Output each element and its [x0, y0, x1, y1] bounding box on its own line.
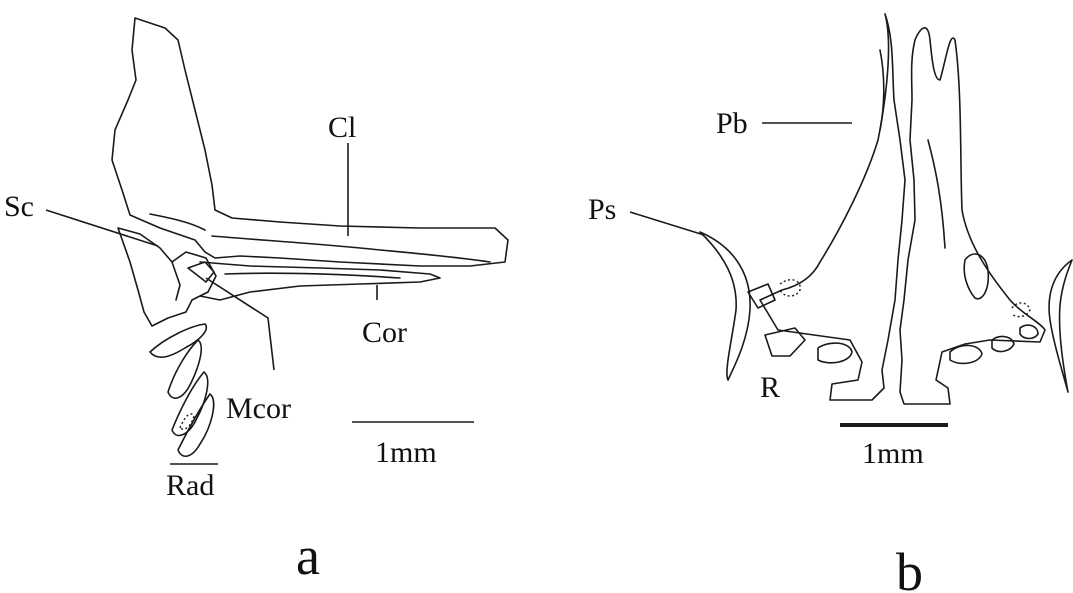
label-rad: Rad	[166, 469, 214, 502]
radial-element-right-2	[992, 337, 1014, 352]
right-postcleithrum	[1049, 260, 1072, 392]
label-sc: Sc	[4, 190, 34, 223]
radial-element-left	[765, 328, 805, 356]
label-pb: Pb	[716, 107, 748, 140]
panel-letter-b: b	[896, 542, 923, 593]
cleithrum-outline	[112, 18, 508, 266]
sc-leader	[46, 210, 158, 246]
label-r: R	[760, 371, 780, 404]
label-cl: Cl	[328, 111, 356, 144]
radial-element-center	[818, 343, 852, 363]
panel-b: Pb Ps R 1mm b	[588, 14, 1072, 593]
right-pelvic-inner	[928, 140, 945, 248]
scale-label-b: 1mm	[862, 437, 924, 470]
left-postcleithrum	[700, 232, 750, 380]
label-ps: Ps	[588, 193, 616, 226]
panel-letter-a: a	[296, 526, 320, 586]
label-mcor: Mcor	[226, 392, 291, 425]
knob-left	[748, 284, 775, 308]
left-pelvic-inner	[880, 50, 884, 130]
radial-element-right-1	[950, 345, 982, 363]
knob-right	[964, 254, 988, 299]
radial-element-right-3	[1020, 325, 1038, 338]
ps-leader	[630, 212, 704, 235]
cleithrum-inner-line	[212, 236, 490, 262]
coracoid-outline	[200, 262, 440, 300]
mcor-leader	[206, 278, 274, 370]
scapula-outline	[118, 228, 216, 326]
label-cor: Cor	[362, 316, 407, 349]
panel-a: Cl Sc Cor Mcor Rad 1mm a	[4, 18, 508, 586]
coracoid-inner	[225, 273, 400, 278]
right-pelvic-bone	[900, 28, 1045, 404]
scapula-inner	[172, 262, 180, 300]
scale-label-a: 1mm	[375, 436, 437, 469]
